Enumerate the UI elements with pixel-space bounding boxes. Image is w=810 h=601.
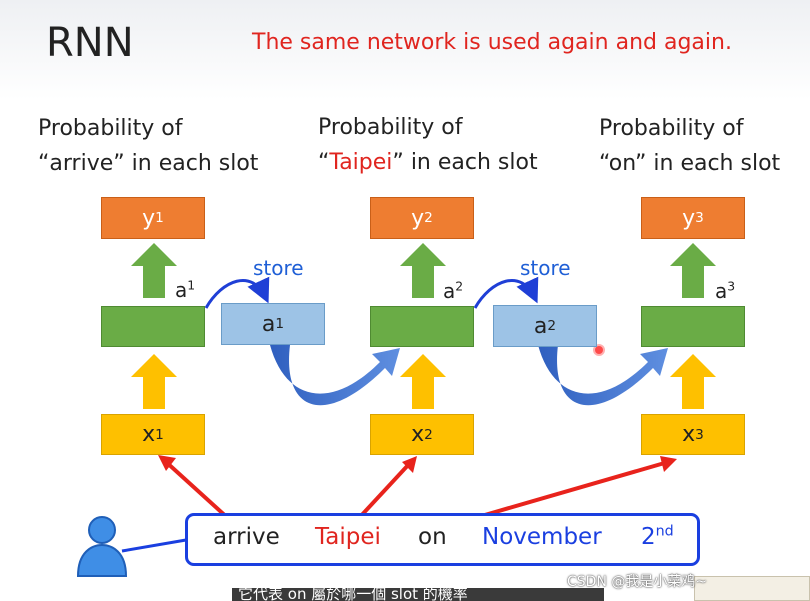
slide-header-background [0, 0, 810, 100]
activation-label-a1: a1 [175, 277, 196, 302]
prob-caption-1-line2: “arrive” in each slot [38, 151, 259, 176]
user-avatar-icon [76, 516, 128, 577]
video-subtitle-text: 它代表 on 屬於哪一個 slot 的機率 [238, 586, 468, 601]
sentence-box [185, 513, 700, 566]
sentence-word-november: November [482, 524, 602, 550]
prob-caption-3-line1: Probability of [599, 116, 744, 141]
sentence-word-on: on [418, 524, 447, 550]
up-arrow-green-1 [131, 243, 177, 298]
prob-word-on: on [608, 151, 635, 176]
up-arrow-yellow-2 [400, 354, 446, 409]
sentence-word-arrive: arrive [213, 524, 280, 550]
hidden-box-3 [641, 306, 745, 347]
hidden-box-2 [370, 306, 474, 347]
prob-caption-1: Probability of “arrive” in each slot [38, 111, 258, 181]
feed-arrow-2 [538, 345, 668, 406]
csdn-watermark: CSDN @我是小菜鸡~ [567, 574, 708, 590]
video-subtitle-bar [232, 588, 604, 601]
sentence-word-2nd: 2nd [641, 523, 674, 550]
up-arrow-yellow-1 [131, 354, 177, 409]
store-label-2: store [520, 256, 571, 280]
hidden-box-1 [101, 306, 205, 347]
prob-word-taipei: Taipei [329, 150, 393, 175]
store-label-1: store [253, 256, 304, 280]
watermark-stamp [694, 576, 810, 601]
store-arrow-2 [473, 276, 539, 309]
up-arrow-green-2 [400, 243, 446, 298]
slide-subtitle: The same network is used again and again… [252, 30, 732, 55]
activation-label-a2: a2 [443, 278, 464, 303]
prob-caption-2: Probability of “Taipei” in each slot [318, 110, 538, 180]
prob-caption-3-line2: “on” in each slot [599, 151, 781, 176]
prob-caption-2-line1: Probability of [318, 115, 463, 140]
feed-arrow-1 [270, 345, 400, 406]
sentence-word-taipei: Taipei [315, 524, 381, 550]
prob-caption-1-line1: Probability of [38, 116, 183, 141]
up-arrow-green-3 [670, 243, 716, 298]
speaker-line [121, 538, 187, 553]
store-arrow-1 [204, 276, 270, 309]
slide-title: RNN [46, 20, 134, 66]
prob-caption-3: Probability of “on” in each slot [599, 111, 780, 181]
laser-pointer-dot [593, 344, 605, 356]
up-arrow-yellow-3 [670, 354, 716, 409]
prob-caption-2-line2: “Taipei” in each slot [318, 150, 538, 175]
prob-word-arrive: arrive [49, 151, 114, 176]
activation-label-a3: a3 [715, 278, 736, 303]
